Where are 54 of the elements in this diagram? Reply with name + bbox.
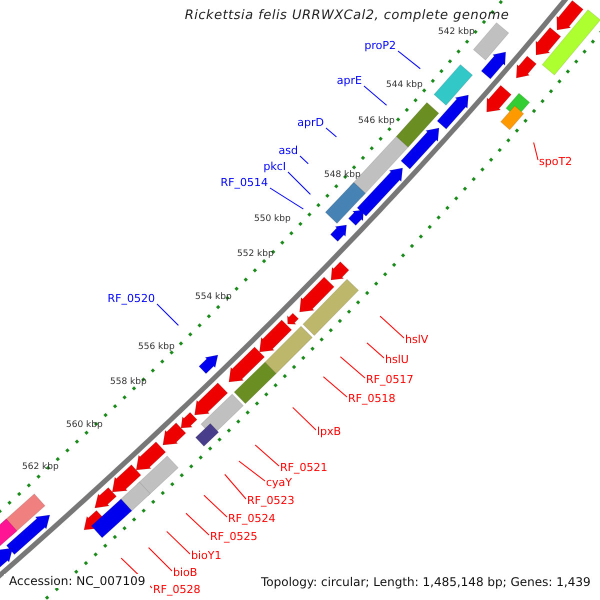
gene-label: bioB (173, 566, 198, 578)
leader-line (224, 474, 246, 500)
gene-label: RF_0520 (108, 292, 155, 304)
leader-line (288, 172, 311, 195)
leader-line (270, 188, 304, 210)
scale-label: 562 kbp (22, 463, 59, 472)
accession-note: Accession: NC_007109 (4, 574, 150, 588)
leader-line (185, 512, 210, 536)
title: Rickettsia felis URRWXCal2, complete genome (184, 9, 510, 22)
leader-line (254, 444, 280, 466)
leader-line (148, 547, 172, 572)
leader-line (398, 50, 421, 70)
leader-line (322, 376, 348, 398)
gene-label: cyaY (266, 476, 292, 488)
gene-label: asd (278, 144, 298, 156)
gene-label: RF_0525 (210, 530, 258, 542)
leader-line (326, 128, 337, 138)
leader-line (340, 356, 366, 378)
gene-label: spoT2 (539, 156, 572, 167)
gene-label: RF_0518 (348, 392, 396, 404)
leader-line (156, 304, 179, 326)
leader-line (203, 494, 228, 518)
gene-label: RF_0521 (280, 462, 328, 473)
scale-label: 550 kbp (254, 215, 291, 224)
leader-line (300, 156, 309, 164)
leader-line (238, 460, 266, 482)
gene-label: proP2 (364, 40, 396, 51)
leader-line (292, 406, 316, 430)
gene-label: aprE (336, 74, 362, 86)
scale-label: 558 kbp (110, 378, 147, 387)
leader-line (364, 86, 388, 106)
gene-label: aprD (297, 116, 324, 128)
gene-label: RF_0524 (228, 512, 276, 524)
leader-line (166, 530, 190, 554)
leader-line (366, 342, 384, 358)
gene-label: hslV (405, 334, 428, 345)
leader-line (533, 142, 538, 160)
scale-label: 544 kbp (386, 81, 423, 90)
scale-label: 542 kbp (438, 28, 475, 37)
gene-label: RF_0517 (366, 374, 414, 385)
gene-label: bioY1 (191, 550, 222, 561)
scale-label: 560 kbp (66, 421, 103, 430)
gene-label: pkcI (263, 160, 286, 172)
leader-line (380, 316, 404, 338)
gene-label: hslU (385, 354, 409, 365)
scale-label: 556 kbp (138, 343, 175, 352)
gene-label: RF_0523 (247, 494, 294, 506)
scale-label: 552 kbp (237, 250, 274, 259)
scale-label: 546 kbp (358, 117, 395, 126)
scale-label: 554 kbp (195, 293, 232, 302)
gene-label: RF_0528 (153, 584, 200, 595)
gene-label: RF_0514 (220, 176, 268, 188)
scale-label: 548 kbp (324, 171, 361, 180)
gene-label: lpxB (317, 426, 342, 437)
